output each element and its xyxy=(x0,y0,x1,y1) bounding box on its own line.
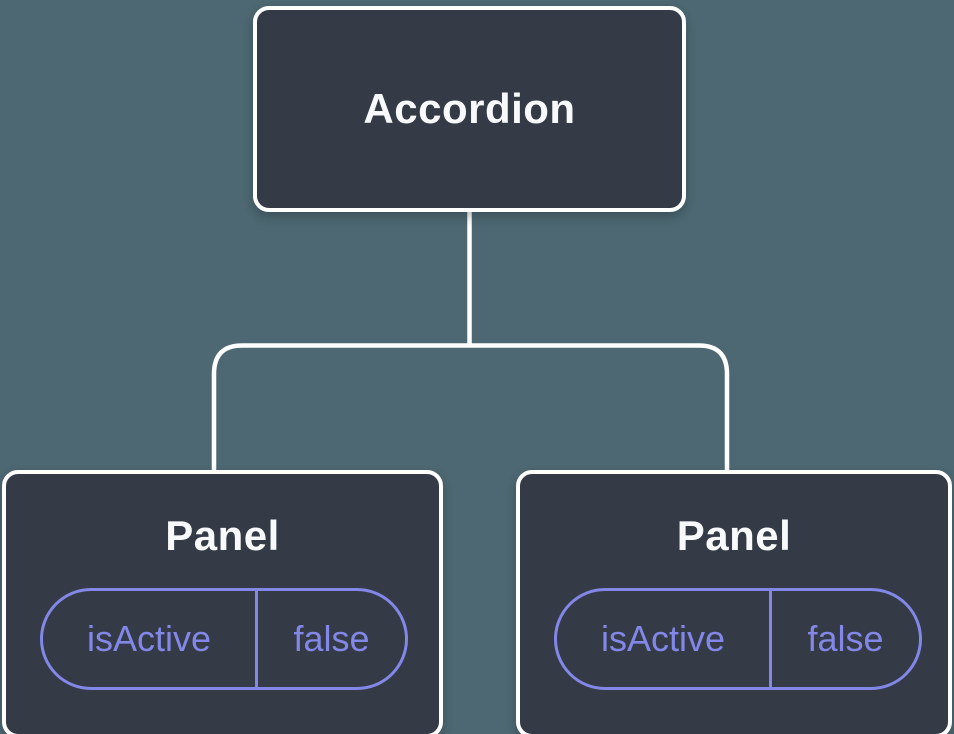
accordion-label: Accordion xyxy=(363,85,576,132)
state-key-label: isActive xyxy=(557,591,772,687)
state-key-label: isActive xyxy=(43,591,258,687)
panel-node-right: Panel isActive false xyxy=(516,470,952,734)
state-value-label: false xyxy=(293,618,370,659)
state-value-label: false xyxy=(807,618,884,659)
panel-node-left: Panel isActive false xyxy=(2,470,443,734)
connector-branch xyxy=(211,343,730,472)
panel-label: Panel xyxy=(676,512,792,559)
panel-label: Panel xyxy=(165,512,280,559)
accordion-node: Accordion xyxy=(253,6,686,212)
state-pill: isActive false xyxy=(554,588,922,690)
state-pill: isActive false xyxy=(40,588,408,690)
